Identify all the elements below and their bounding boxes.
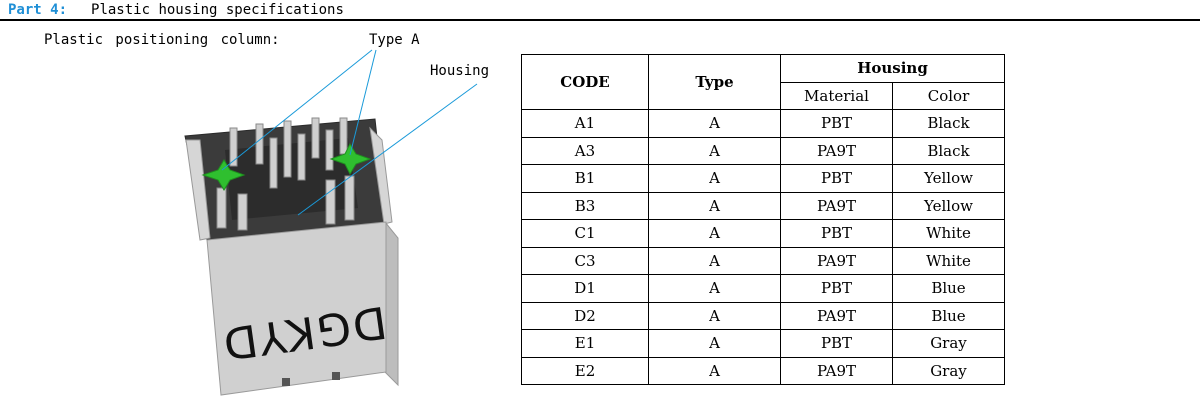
- cell-material: PA9T: [780, 246, 893, 275]
- contact-pin: [255, 123, 264, 165]
- contact-pin: [237, 193, 248, 231]
- cell-color: Yellow: [892, 191, 1005, 220]
- contact-pin: [311, 117, 320, 159]
- section-title: Plastic housing specifications: [91, 2, 344, 18]
- housing-left-tab: [185, 139, 211, 241]
- housing-front-shell: [206, 221, 387, 396]
- cell-code: C1: [521, 219, 649, 248]
- cell-type: A: [648, 136, 781, 165]
- contact-pin: [325, 129, 334, 171]
- contact-pin: [229, 127, 238, 167]
- contact-pin: [297, 133, 306, 181]
- contact-pin: [283, 120, 292, 178]
- contact-pin: [216, 187, 227, 229]
- cell-type: A: [648, 219, 781, 248]
- cell-type: A: [648, 191, 781, 220]
- col-material: Material: [780, 81, 893, 110]
- housing-foot-right: [332, 372, 340, 380]
- cell-material: PA9T: [780, 191, 893, 220]
- cell-material: PBT: [780, 164, 893, 193]
- callout-line-type-a-left: [221, 49, 373, 171]
- col-type: Type: [648, 54, 781, 110]
- positioning-column-left: [201, 159, 246, 191]
- cell-color: White: [892, 246, 1005, 275]
- cell-color: Blue: [892, 274, 1005, 303]
- cell-color: White: [892, 219, 1005, 248]
- cell-material: PBT: [780, 329, 893, 358]
- cell-material: PA9T: [780, 301, 893, 330]
- cell-code: E2: [521, 356, 649, 385]
- cell-type: A: [648, 246, 781, 275]
- section-header: Part 4: Plastic housing specifications: [8, 2, 344, 18]
- callout-type-a: Type A: [369, 32, 420, 48]
- cell-material: PBT: [780, 109, 893, 138]
- cell-color: Black: [892, 109, 1005, 138]
- cell-code: A1: [521, 109, 649, 138]
- housing-right-tab: [369, 126, 393, 225]
- part-number: Part 4:: [8, 2, 68, 18]
- cell-material: PBT: [780, 219, 893, 248]
- positioning-column-right: [329, 142, 372, 176]
- cell-code: D2: [521, 301, 649, 330]
- contact-pin: [269, 137, 278, 189]
- header-rule: [0, 19, 1200, 21]
- cell-material: PA9T: [780, 136, 893, 165]
- callout-lines: [221, 49, 478, 216]
- col-code: CODE: [521, 54, 649, 110]
- cell-type: A: [648, 164, 781, 193]
- contact-pin: [325, 179, 336, 225]
- cell-code: D1: [521, 274, 649, 303]
- cell-code: C3: [521, 246, 649, 275]
- cell-code: E1: [521, 329, 649, 358]
- cell-color: Black: [892, 136, 1005, 165]
- cell-color: Gray: [892, 356, 1005, 385]
- figure-subtitle: Plastic positioning column:: [44, 32, 280, 48]
- cell-color: Yellow: [892, 164, 1005, 193]
- callout-line-housing: [297, 83, 478, 216]
- connector-illustration: DGKYD: [184, 49, 478, 396]
- cell-code: A3: [521, 136, 649, 165]
- cell-type: A: [648, 274, 781, 303]
- cell-code: B1: [521, 164, 649, 193]
- cell-material: PBT: [780, 274, 893, 303]
- cell-type: A: [648, 356, 781, 385]
- callout-housing: Housing: [430, 63, 490, 79]
- cell-color: Blue: [892, 301, 1005, 330]
- housing-foot-left: [282, 378, 290, 386]
- cell-code: B3: [521, 191, 649, 220]
- housing-side-face: [384, 220, 399, 387]
- cell-type: A: [648, 301, 781, 330]
- cell-type: A: [648, 329, 781, 358]
- callout-line-type-a-right: [349, 49, 377, 156]
- cell-type: A: [648, 109, 781, 138]
- col-housing: Housing: [780, 54, 1005, 83]
- cell-color: Gray: [892, 329, 1005, 358]
- contact-pin: [344, 175, 355, 221]
- cell-material: PA9T: [780, 356, 893, 385]
- contact-pin: [339, 117, 348, 155]
- contact-pins: [216, 117, 355, 231]
- col-color: Color: [892, 81, 1005, 110]
